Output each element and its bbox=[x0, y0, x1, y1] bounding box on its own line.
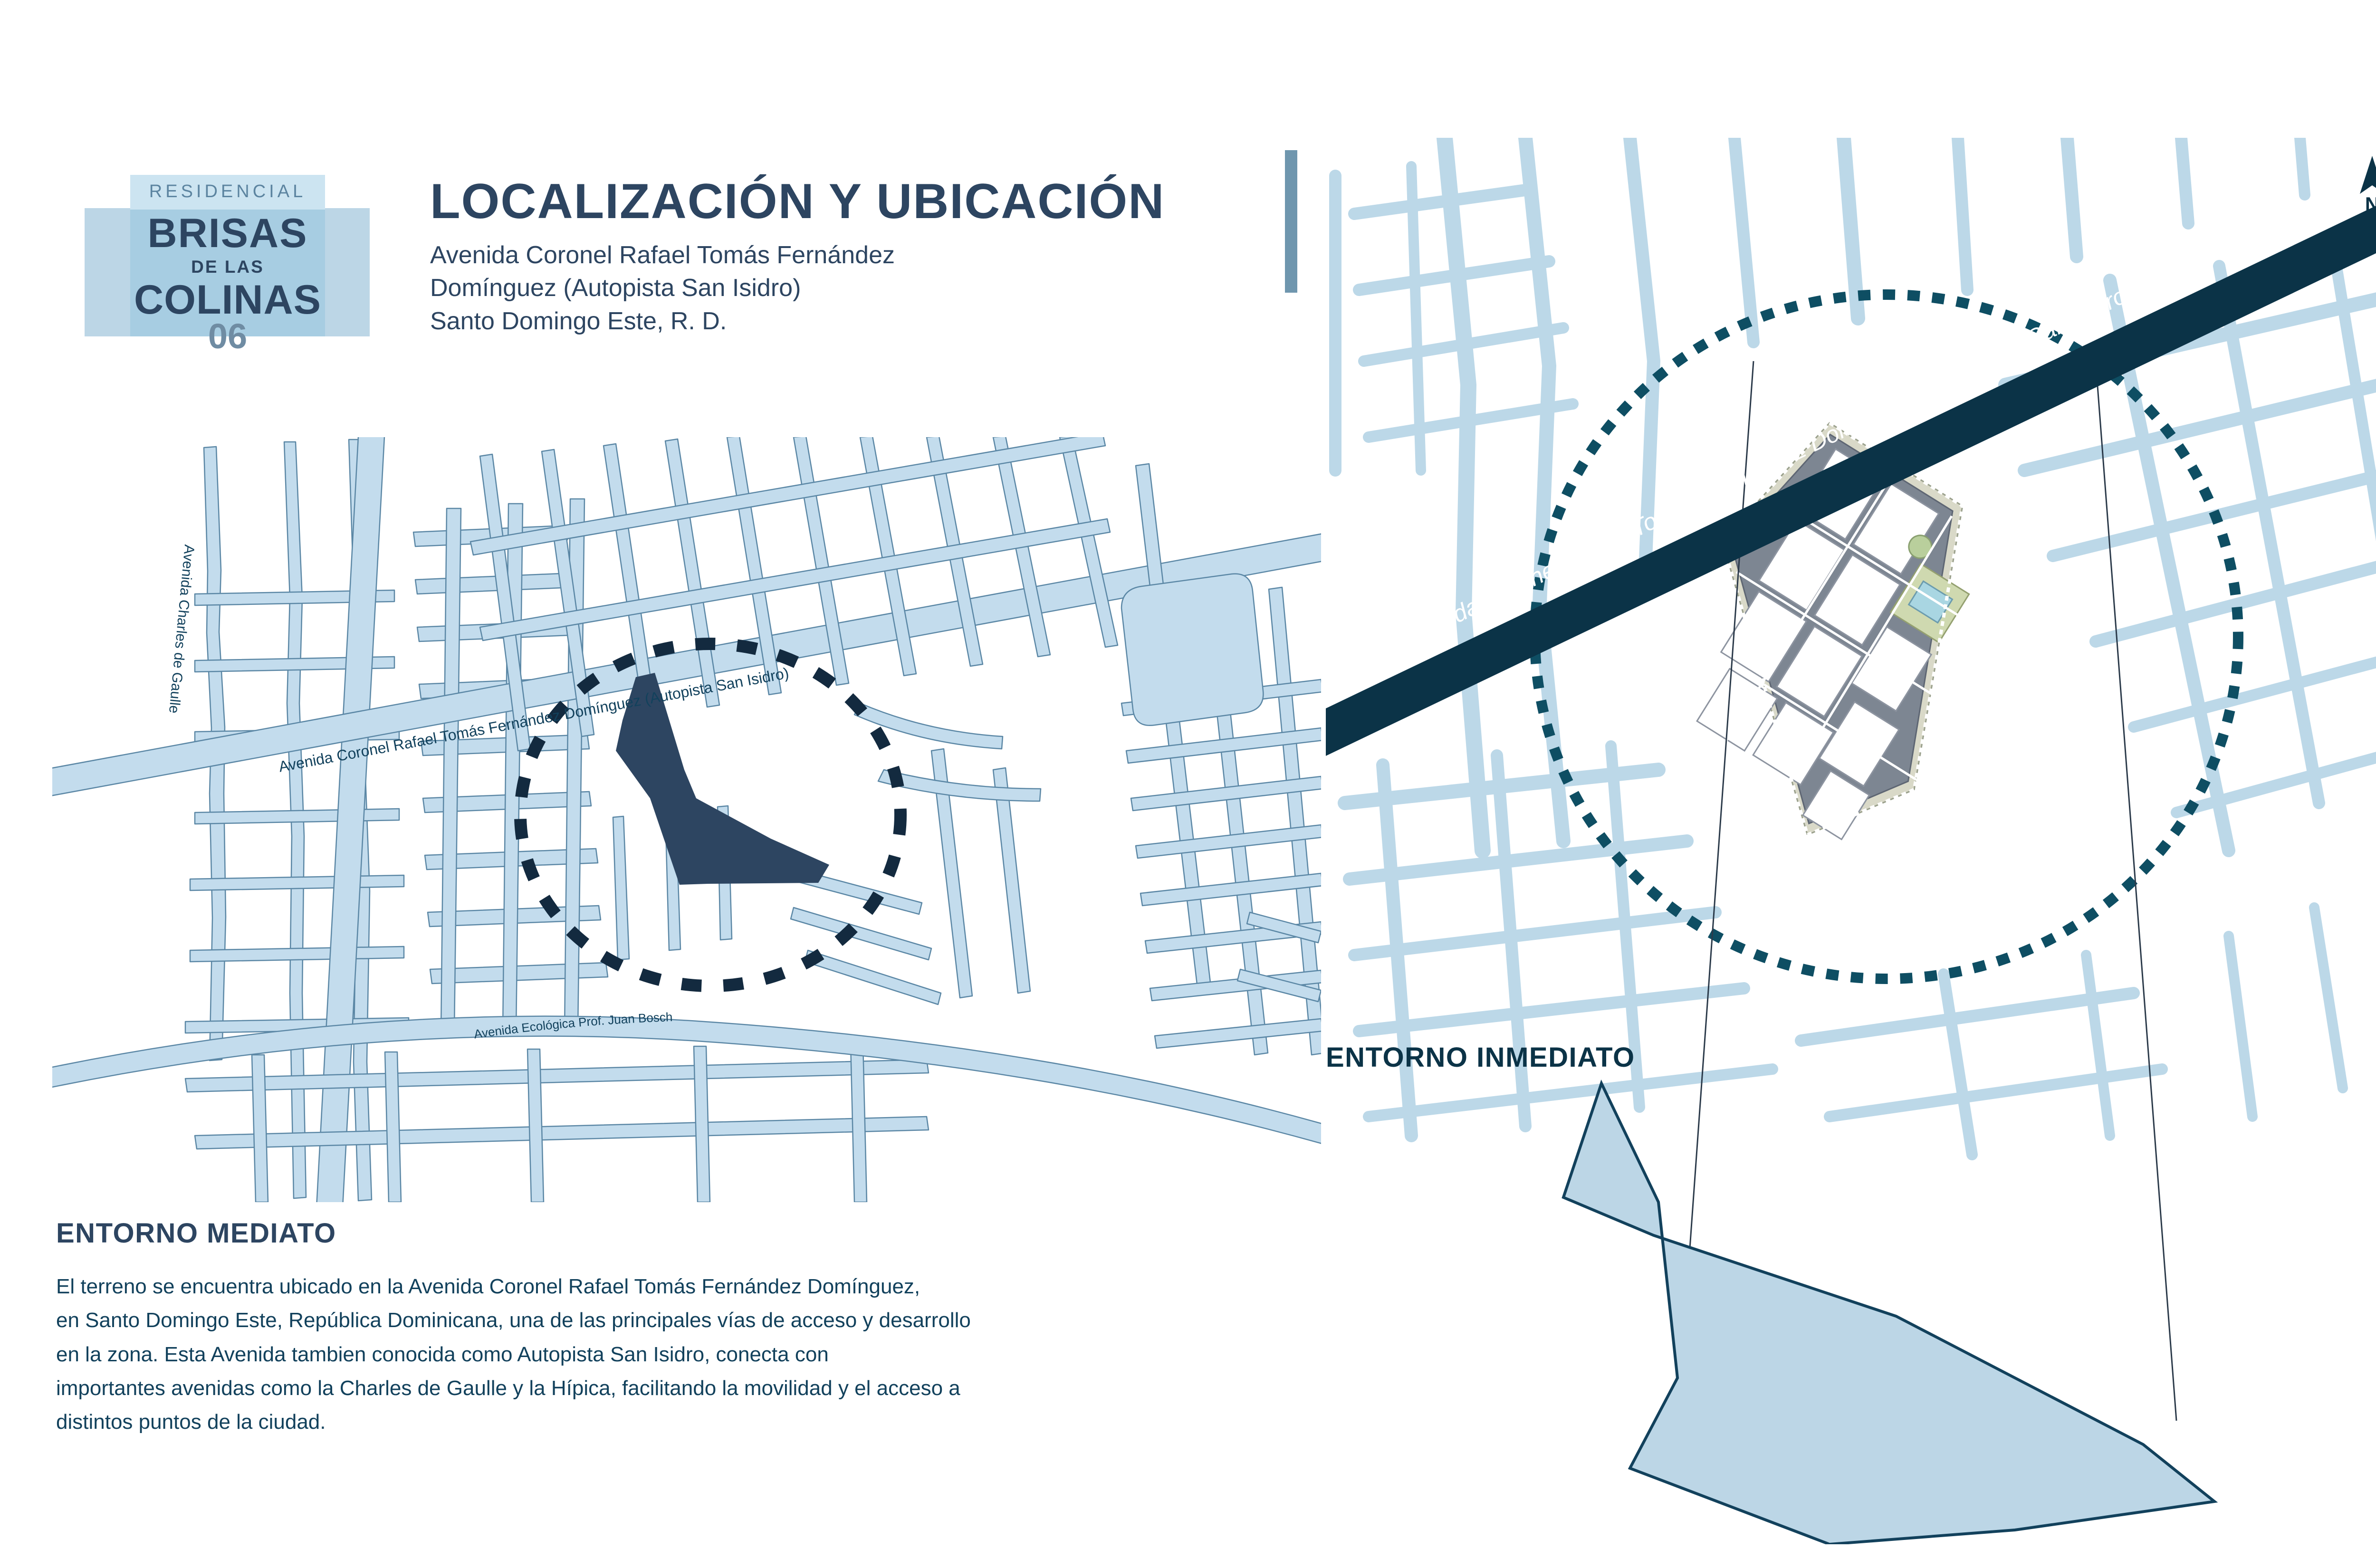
entorno-inmediato-svg: .rs{stroke:#bcd8e8;fill:none;stroke-line… bbox=[1326, 138, 2376, 1544]
body-line-3: en la zona. Esta Avenida tambien conocid… bbox=[56, 1342, 829, 1366]
street-avenida-ecologica bbox=[52, 1015, 1321, 1144]
page-subtitle: Avenida Coronel Rafael Tomás Fernández D… bbox=[430, 239, 1266, 337]
entorno-mediato-svg: .st{fill:#c3dced;stroke:#5b87a5;stroke-w… bbox=[52, 437, 1321, 1202]
label-charles-de-gaulle: Avenida Charles de Gaulle bbox=[166, 544, 197, 714]
park-block bbox=[1121, 573, 1264, 727]
site-polygon bbox=[616, 673, 829, 885]
logo-name-line-3: COLINAS bbox=[134, 277, 321, 323]
street-charles-de-gaulle bbox=[316, 437, 385, 1202]
project-logo: RESIDENCIAL BRISAS DE LAS COLINAS 06 bbox=[85, 161, 370, 354]
title-group: LOCALIZACIÓN Y UBICACIÓN Avenida Coronel… bbox=[430, 174, 1266, 338]
site-boundary-callout bbox=[1562, 1080, 2218, 1544]
subtitle-line-1: Avenida Coronel Rafael Tomás Fernández bbox=[430, 241, 895, 269]
body-line-1: El terreno se encuentra ubicado en la Av… bbox=[56, 1275, 920, 1298]
logo-number: 06 bbox=[208, 316, 248, 356]
body-paragraph: El terreno se encuentra ubicado en la Av… bbox=[56, 1270, 1330, 1439]
north-arrow-label: N bbox=[2365, 193, 2376, 215]
caption-entorno-mediato: ENTORNO MEDIATO bbox=[56, 1218, 336, 1249]
map-entorno-inmediato[interactable]: .rs{stroke:#bcd8e8;fill:none;stroke-line… bbox=[1326, 138, 2376, 1544]
logo-name-line-1: BRISAS bbox=[147, 210, 308, 256]
logo-name-line-2: DE LAS bbox=[191, 257, 264, 277]
page-title: LOCALIZACIÓN Y UBICACIÓN bbox=[430, 174, 1165, 229]
body-line-2: en Santo Domingo Este, República Dominic… bbox=[56, 1309, 971, 1332]
title-divider-rule bbox=[1285, 150, 1297, 293]
subtitle-line-2: Domínguez (Autopista San Isidro) bbox=[430, 274, 801, 302]
logo-top-band bbox=[130, 175, 325, 210]
north-arrow-icon: N bbox=[2360, 156, 2376, 215]
caption-entorno-inmediato: ENTORNO INMEDIATO bbox=[1326, 1042, 1635, 1073]
map-entorno-mediato[interactable]: .st{fill:#c3dced;stroke:#5b87a5;stroke-w… bbox=[52, 437, 1321, 1202]
highway-banner bbox=[1326, 206, 2376, 756]
body-line-4: importantes avenidas como la Charles de … bbox=[56, 1376, 960, 1400]
body-line-5: distintos puntos de la ciudad. bbox=[56, 1410, 326, 1434]
highlight-circle bbox=[514, 638, 907, 992]
street-network bbox=[52, 437, 1321, 1202]
subtitle-line-3: Santo Domingo Este, R. D. bbox=[430, 307, 727, 335]
logo-eyebrow: RESIDENCIAL bbox=[149, 182, 307, 201]
